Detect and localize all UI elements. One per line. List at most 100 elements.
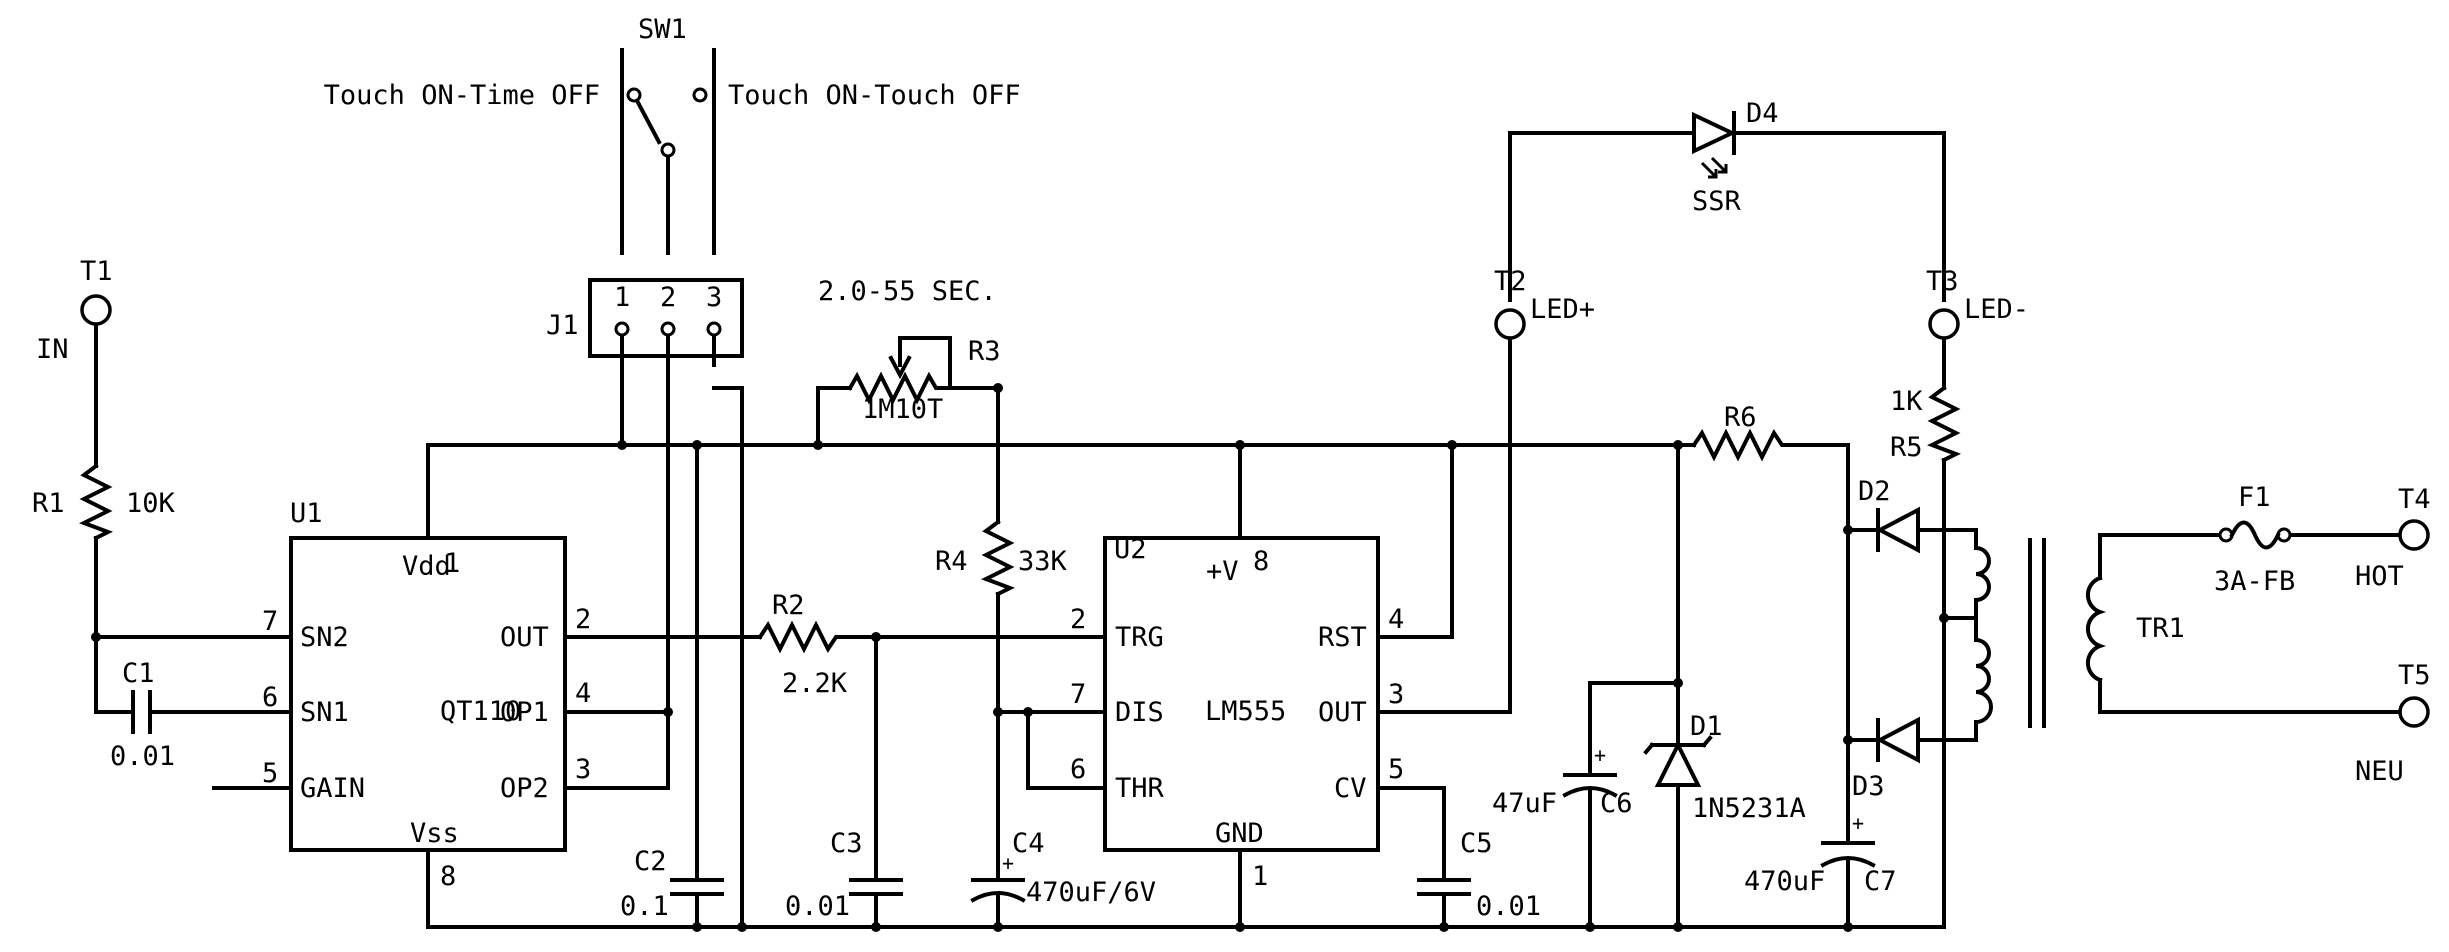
u2-pin-num-6: 6: [1070, 754, 1086, 785]
terminal-t2: T2 LED+: [1494, 266, 1595, 340]
r3-value: 1M10T: [862, 394, 943, 425]
j1-pin-3: 3: [706, 282, 722, 313]
u2-part: LM555: [1205, 696, 1286, 727]
capacitor-c1: C1 0.01: [110, 658, 175, 772]
u2-pin-num-7: 7: [1070, 679, 1086, 710]
terminal-t4: T4 HOT: [2355, 484, 2431, 592]
r6-ref: R6: [1724, 402, 1757, 433]
u1-pin-num-4: 4: [575, 678, 591, 709]
u2-pin-name-dis: DIS: [1115, 697, 1164, 728]
c4-ref: C4: [1012, 828, 1045, 859]
u1-pin-name-op2: OP2: [500, 773, 549, 804]
u1-pin-name-gain: GAIN: [300, 773, 365, 804]
c7-value: 470uF: [1744, 866, 1825, 897]
diode-d2: D2: [1858, 476, 1920, 554]
capacitor-c3: C3 0.01: [785, 828, 903, 922]
fuse-f1: F1 3A-FB: [2214, 482, 2295, 597]
c6-value: 47uF: [1492, 788, 1557, 819]
f1-value: 3A-FB: [2214, 566, 2295, 597]
u2-pin-name-cv: CV: [1334, 773, 1367, 804]
t4-ref: T4: [2398, 484, 2431, 515]
capacitor-c7: + C7 470uF: [1744, 811, 1897, 897]
u1-pin-num-6: 6: [262, 682, 278, 713]
resistor-r2: R2 2.2K: [757, 590, 848, 699]
t1-label: IN: [36, 334, 69, 365]
c4-polarity: +: [1002, 851, 1014, 875]
t3-ref: T3: [1926, 266, 1959, 297]
u2-pin-num-2: 2: [1070, 604, 1086, 635]
j1-pin-1: 1: [614, 282, 630, 313]
c4-value: 470uF/6V: [1026, 877, 1156, 908]
t5-ref: T5: [2398, 660, 2431, 691]
u1-pin-name-vss: Vss: [410, 818, 459, 849]
u1-pin-num-8: 8: [440, 861, 456, 892]
capacitor-c6: + C6 47uF: [1492, 743, 1633, 819]
u1-pin-num-7: 7: [262, 606, 278, 637]
u2-pin-name-gnd: GND: [1215, 818, 1264, 849]
t3-label: LED-: [1964, 294, 2029, 325]
c7-polarity: +: [1852, 811, 1864, 835]
r1-value: 10K: [126, 488, 176, 519]
u2-pin-name-trg: TRG: [1115, 622, 1164, 653]
u2-pin-num-1: 1: [1252, 861, 1268, 892]
u2-pin-num-8: 8: [1253, 546, 1269, 577]
r1-ref: R1: [32, 488, 65, 519]
ic-u2: U2 LM555 +V 8 TRG 2 DIS 7 THR 6 RST 4 OU…: [1070, 534, 1404, 892]
u1-pin-name-out: OUT: [500, 622, 549, 653]
u1-pin-num-3: 3: [575, 754, 591, 785]
tr1-ref: TR1: [2136, 613, 2185, 644]
c7-ref: C7: [1864, 866, 1897, 897]
u1-pin-name-vdd: Vdd: [402, 551, 451, 582]
j1-ref: J1: [546, 310, 579, 341]
r5-value: 1K: [1890, 386, 1923, 417]
c2-ref: C2: [634, 846, 667, 877]
terminal-t1: T1 IN: [36, 256, 113, 365]
t2-ref: T2: [1494, 266, 1527, 297]
u2-pin-name-thr: THR: [1115, 773, 1165, 804]
c5-ref: C5: [1460, 828, 1493, 859]
sw1-left-label: Touch ON-Time OFF: [324, 80, 600, 111]
diode-d3: D3: [1852, 716, 1920, 802]
led-d4: D4 SSR: [1692, 98, 1779, 217]
u1-pin-num-2: 2: [575, 604, 591, 635]
resistor-r6: R6: [1691, 402, 1792, 462]
f1-ref: F1: [2238, 482, 2271, 513]
timing-note: 2.0-55 SEC.: [818, 276, 997, 307]
jumper-j1: J1 1 2 3: [546, 278, 744, 358]
wires: [94, 48, 2402, 929]
j1-pin-2: 2: [660, 282, 676, 313]
c5-value: 0.01: [1476, 891, 1541, 922]
capacitor-c2: C2 0.1: [620, 846, 724, 922]
c3-value: 0.01: [785, 891, 850, 922]
d1-ref: D1: [1690, 711, 1723, 742]
c1-value: 0.01: [110, 741, 175, 772]
c1-ref: C1: [122, 658, 155, 689]
d4-label: SSR: [1692, 186, 1742, 217]
t4-label: HOT: [2355, 561, 2404, 592]
c2-value: 0.1: [620, 891, 669, 922]
d3-ref: D3: [1852, 771, 1885, 802]
transformer-tr1: TR1: [1973, 538, 2185, 728]
switch-sw1: SW1 Touch ON-Time OFF Touch ON-Touch OFF: [324, 14, 1021, 158]
terminal-t3: T3 LED-: [1926, 266, 2029, 340]
sw1-right-label: Touch ON-Touch OFF: [728, 80, 1021, 111]
t5-label: NEU: [2355, 756, 2404, 787]
r3-ref: R3: [968, 336, 1001, 367]
t2-label: LED+: [1530, 294, 1595, 325]
resistor-r3: R3 1M10T 2.0-55 SEC.: [818, 276, 1001, 425]
u1-part: QT110: [440, 696, 521, 727]
d1-part: 1N5231A: [1692, 793, 1806, 824]
u1-pin-name-sn1: SN1: [300, 697, 349, 728]
u1-pin-num-5: 5: [262, 758, 278, 789]
zener-d1: D1 1N5231A: [1643, 711, 1806, 824]
u1-ref: U1: [290, 498, 323, 529]
terminal-t5: T5 NEU: [2355, 660, 2431, 787]
t1-ref: T1: [80, 256, 113, 287]
resistor-r4: R4 33K: [935, 519, 1068, 597]
r2-ref: R2: [772, 590, 805, 621]
d4-ref: D4: [1746, 98, 1779, 129]
d2-ref: D2: [1858, 476, 1891, 507]
u1-pin-name-sn2: SN2: [300, 622, 349, 653]
u2-pin-num-3: 3: [1388, 679, 1404, 710]
